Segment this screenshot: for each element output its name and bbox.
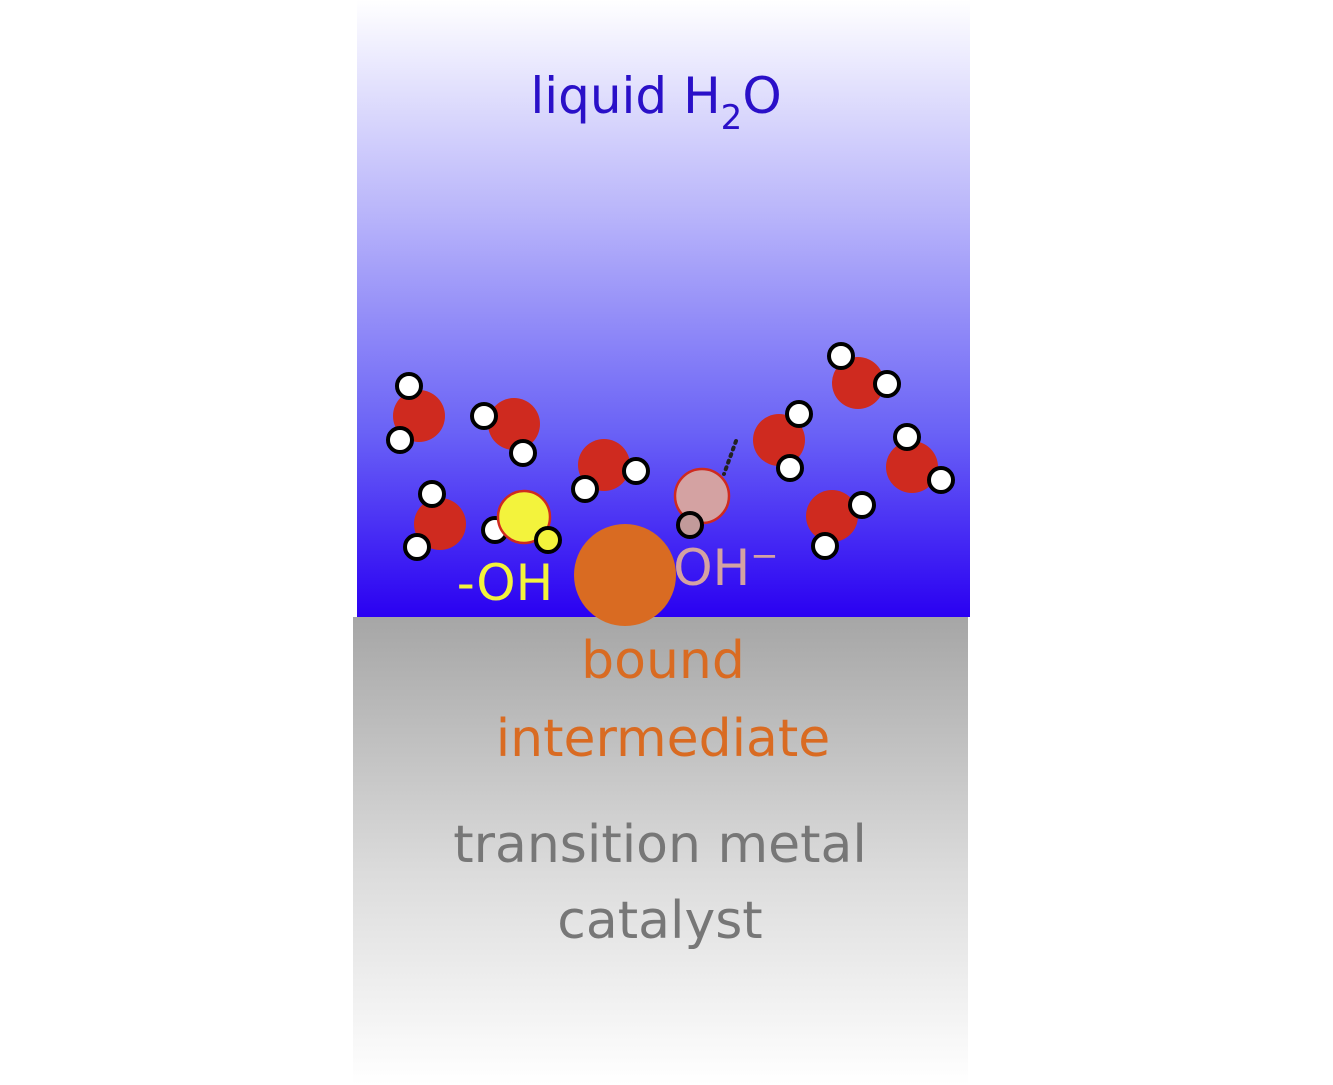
hydrogen-atom	[848, 491, 876, 519]
catalyst-region	[353, 617, 968, 1085]
hydroxyl	[496, 489, 562, 554]
water-molecule	[571, 439, 650, 503]
water-label-subscript: 2	[721, 98, 743, 138]
hydrogen-atom	[403, 533, 431, 561]
bound-intermediate-atom	[574, 524, 676, 626]
hydrogen-atom	[418, 480, 446, 508]
hydrogen-atom	[811, 532, 839, 560]
hydrogen-atom	[893, 423, 921, 451]
hydrogen-atom	[827, 342, 855, 370]
water-label-suffix: O	[742, 67, 781, 125]
hydrogen-bond	[722, 439, 738, 476]
hydrogen-atom	[395, 372, 423, 400]
water-molecule	[806, 490, 876, 560]
catalyst-label-line2: catalyst	[557, 891, 762, 951]
hydrogen-atom	[785, 400, 813, 428]
oxygen-atom	[832, 357, 884, 409]
water-molecule	[827, 342, 901, 409]
oxygen-atom	[753, 414, 805, 466]
hydrogen-atom	[386, 426, 414, 454]
water-molecule	[386, 372, 445, 454]
water-label: liquid H2O	[530, 67, 781, 138]
water-molecules	[386, 342, 955, 561]
hydrogen-atom	[571, 475, 599, 503]
hydroxide-label-text: OH	[673, 539, 750, 597]
oxygen-atom	[414, 498, 466, 550]
water-molecule	[753, 400, 813, 482]
water-molecule	[470, 398, 540, 467]
intermediate-label-line1: bound	[581, 631, 745, 691]
hydroxide-hydrogen	[676, 511, 704, 539]
hydrogen-atom	[873, 370, 901, 398]
oxygen-atom	[488, 398, 540, 450]
water-molecule	[403, 480, 466, 561]
hydrogen-atom	[509, 439, 537, 467]
hydroxyl-hydrogen	[534, 526, 562, 554]
hydroxide-label-superscript: −	[750, 536, 779, 576]
water-molecule	[886, 423, 955, 494]
hydroxide	[673, 439, 738, 539]
catalyst-label-line1: transition metal	[453, 815, 867, 875]
oxygen-atom	[886, 441, 938, 493]
intermediate-label-line2: intermediate	[496, 709, 831, 769]
hydroxide-label: OH−	[673, 536, 778, 597]
hydrogen-atom	[622, 457, 650, 485]
oxygen-atom	[806, 490, 858, 542]
hydrogen-atom	[776, 454, 804, 482]
hydroxyl-label: -OH	[457, 554, 553, 612]
hydrogen-atom	[470, 402, 498, 430]
hydrogen-atom	[927, 466, 955, 494]
hydroxyl-oxygen	[496, 489, 552, 545]
water-label-text: liquid H	[530, 67, 720, 125]
